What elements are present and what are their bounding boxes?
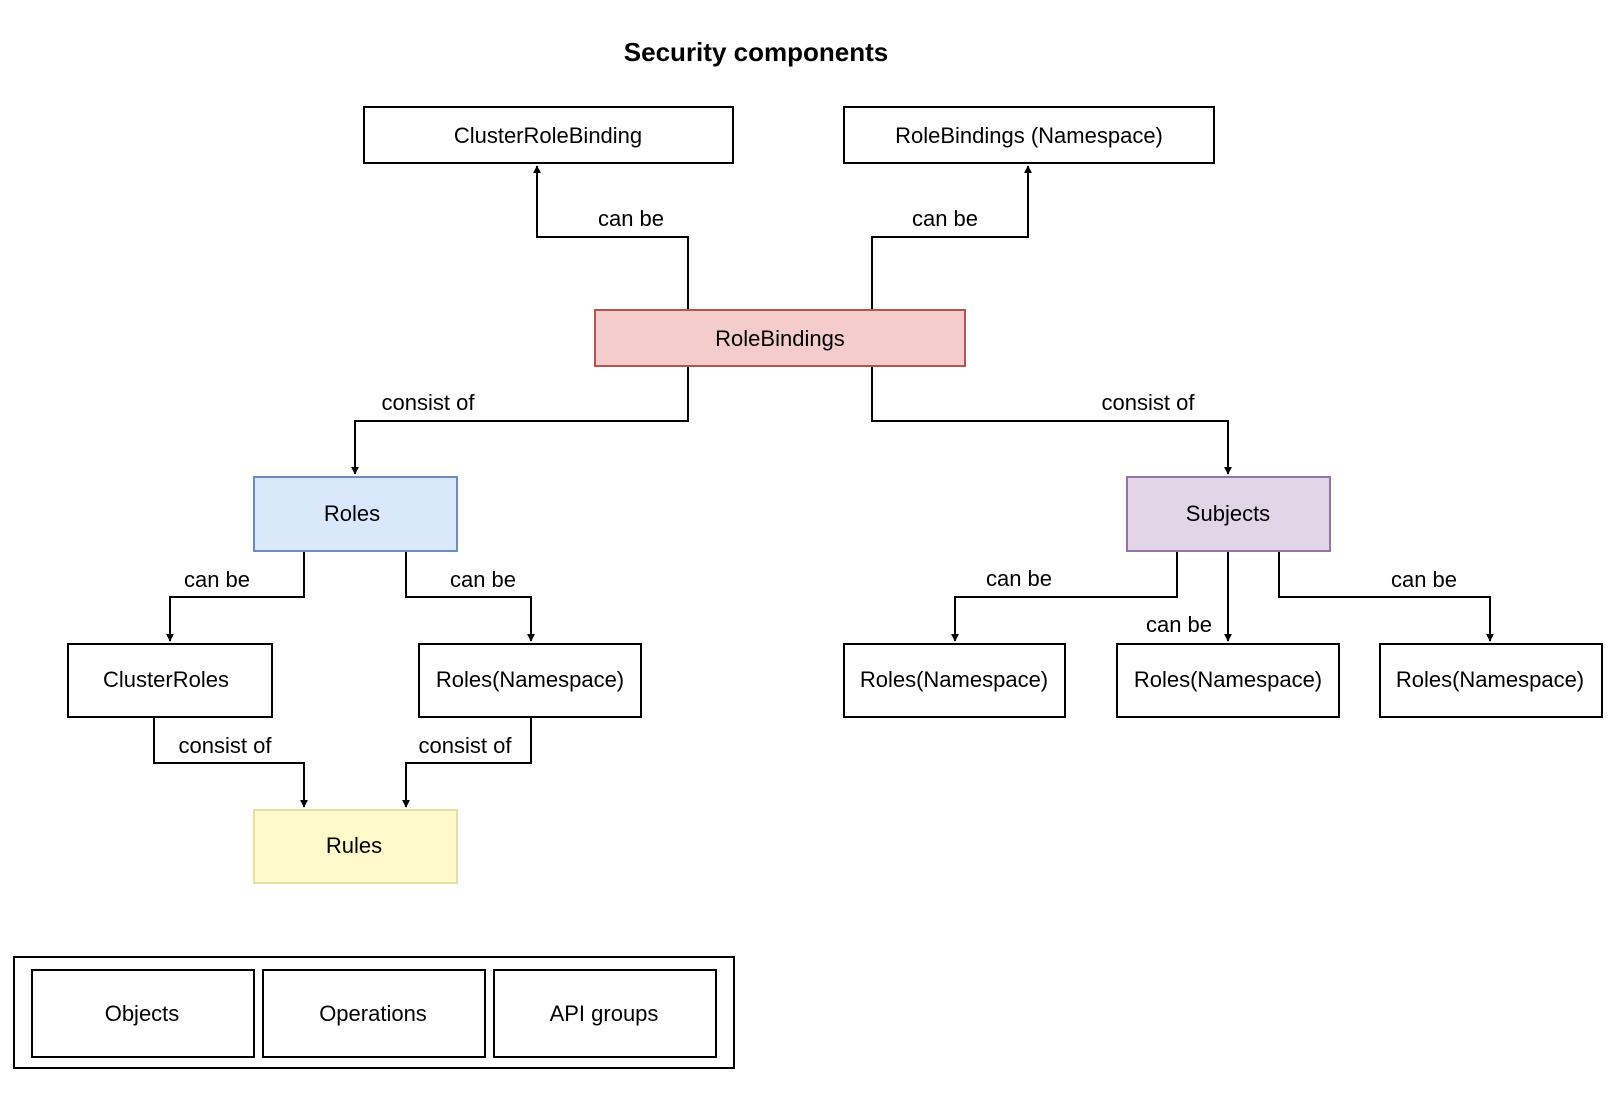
node-subject-child-1: Roles(Namespace)	[843, 643, 1066, 718]
rules-detail-api-groups: API groups	[493, 969, 717, 1058]
edge-label-consist-of: consist of	[1102, 390, 1196, 415]
rules-detail-objects: Objects	[31, 969, 255, 1058]
node-label: Roles(Namespace)	[860, 667, 1048, 692]
node-label: Rules	[326, 833, 382, 858]
edge-label-can-be: can be	[450, 567, 516, 592]
edge-clusterroles-to-rules	[153, 716, 308, 808]
edge-label-can-be: can be	[1146, 612, 1212, 637]
node-label: Roles(Namespace)	[436, 667, 624, 692]
edge-label-can-be: can be	[184, 567, 250, 592]
edge-label-can-be: can be	[1391, 567, 1457, 592]
node-label: Roles	[324, 501, 380, 526]
edge-label-consist-of: consist of	[179, 733, 273, 758]
edge-roles-to-clusterroles	[166, 552, 305, 642]
edge-label-can-be: can be	[986, 566, 1052, 591]
edge-roles-namespace-to-rules	[402, 716, 532, 808]
edge-roles-to-roles-namespace	[405, 552, 535, 642]
rules-detail-operations: Operations	[262, 969, 486, 1058]
rules-detail-label: API groups	[550, 1001, 659, 1026]
rules-detail-label: Operations	[319, 1001, 427, 1026]
node-subject-child-3: Roles(Namespace)	[1379, 643, 1603, 718]
node-label: RoleBindings	[715, 326, 845, 351]
edge-rolebindings-to-subjects	[871, 366, 1232, 475]
node-subject-child-2: Roles(Namespace)	[1116, 643, 1340, 718]
edge-rolebindings-to-rolebindings-namespace	[871, 165, 1032, 310]
node-label: ClusterRoles	[103, 667, 229, 692]
edge-label-consist-of: consist of	[419, 733, 513, 758]
edge-subjects-to-child-3	[1278, 552, 1494, 642]
node-cluster-role-binding: ClusterRoleBinding	[363, 106, 734, 164]
node-label: ClusterRoleBinding	[454, 123, 642, 148]
node-roles-namespace: Roles(Namespace)	[418, 643, 642, 718]
node-subjects: Subjects	[1126, 476, 1331, 552]
edge-label-can-be: can be	[598, 206, 664, 231]
node-rolebindings-namespace: RoleBindings (Namespace)	[843, 106, 1215, 164]
subjects-box	[1126, 476, 1331, 552]
rolebindings-box	[594, 309, 966, 367]
node-rolebindings: RoleBindings	[594, 309, 966, 367]
node-label: Roles(Namespace)	[1134, 667, 1322, 692]
roles-box	[253, 476, 458, 552]
node-roles: Roles	[253, 476, 458, 552]
diagram-title: Security components	[624, 37, 888, 67]
node-label: RoleBindings (Namespace)	[895, 123, 1163, 148]
edge-rolebindings-to-clusterrolebinding	[533, 165, 689, 310]
edge-label-consist-of: consist of	[382, 390, 476, 415]
node-rules: Rules	[253, 809, 458, 884]
node-cluster-roles: ClusterRoles	[67, 643, 273, 718]
rules-box	[253, 809, 458, 884]
node-label: Subjects	[1186, 501, 1270, 526]
rules-details-container: Objects Operations API groups	[13, 956, 735, 1069]
rules-detail-label: Objects	[105, 1001, 180, 1026]
node-label: Roles(Namespace)	[1396, 667, 1584, 692]
edge-rolebindings-to-roles	[351, 366, 689, 475]
edge-label-can-be: can be	[912, 206, 978, 231]
edge-subjects-to-child-1	[951, 552, 1178, 642]
